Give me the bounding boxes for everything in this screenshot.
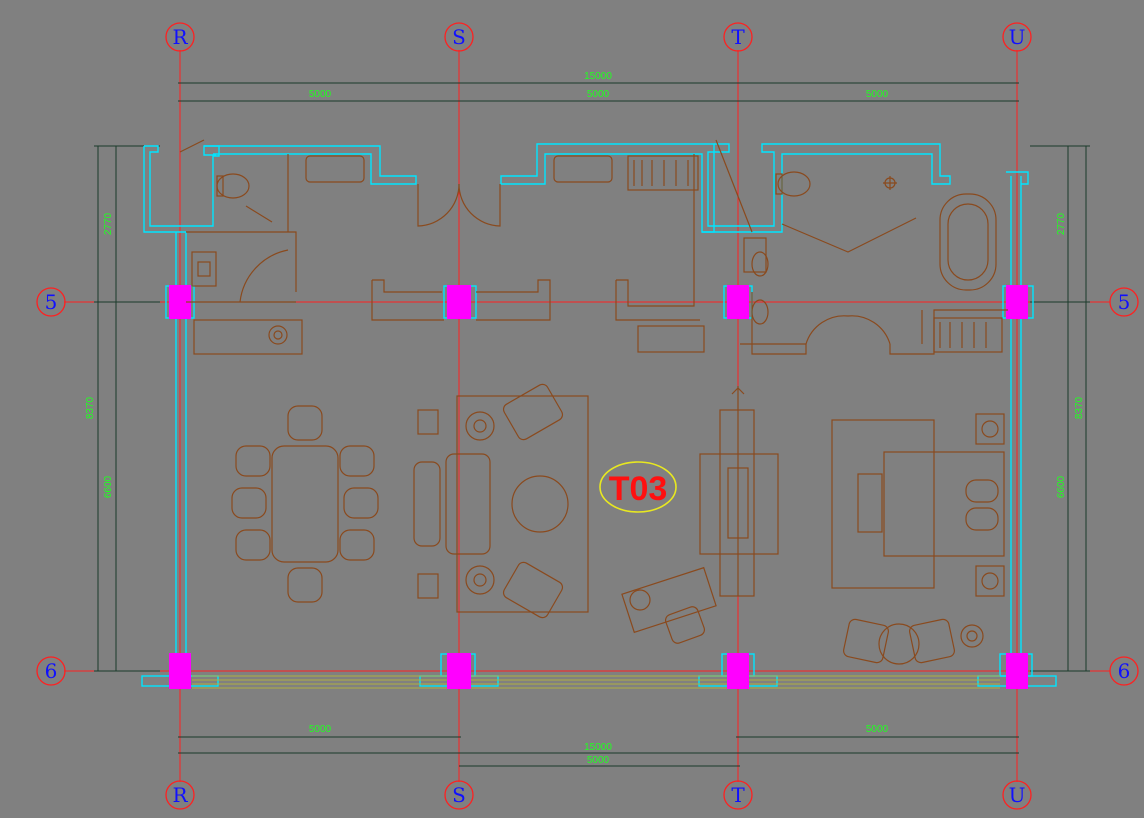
grid-label-right-6: 6 [1118, 659, 1131, 683]
grid-label-bottom-s: S [452, 783, 466, 807]
dim-left-lower: 6600 [103, 475, 114, 498]
grid-bubbles [36, 22, 1139, 810]
right-bathroom-fixtures [743, 171, 997, 325]
dim-top-bay-2: 5000 [587, 89, 610, 100]
dimension-lines [94, 82, 1090, 767]
room-tag-label: T03 [609, 470, 668, 508]
dim-right-overall: 8370 [1074, 396, 1085, 419]
living-room-set [413, 383, 589, 619]
dim-bottom-bay-1: 5000 [309, 724, 332, 735]
wardrobes [193, 155, 1003, 355]
structural-columns [169, 285, 1028, 689]
room-tag: T03 [599, 461, 677, 513]
grid-label-bottom-u: U [1009, 783, 1026, 807]
dim-right-upper: 2770 [1056, 212, 1067, 235]
grid-label-top-u: U [1009, 25, 1026, 49]
dim-left-overall: 8370 [85, 396, 96, 419]
grid-label-top-s: S [452, 25, 466, 49]
grid-axes [64, 50, 1110, 782]
dim-left-upper: 2770 [103, 212, 114, 235]
grid-label-bottom-r: R [172, 783, 188, 807]
dim-bottom-bay-2: 5000 [866, 724, 889, 735]
grid-label-right-5: 5 [1118, 290, 1131, 314]
dim-top-bay-1: 5000 [309, 89, 332, 100]
grid-label-top-t: T [731, 25, 745, 49]
grid-label-bottom-t: T [731, 783, 745, 807]
dim-top-bay-3: 5000 [866, 89, 889, 100]
dim-right-lower: 6600 [1056, 475, 1067, 498]
room-tag-ellipse [599, 461, 677, 513]
window-glazing [192, 675, 1000, 689]
dining-table-set [231, 405, 379, 603]
doors [179, 139, 917, 345]
grid-label-left-5: 5 [45, 290, 58, 314]
left-bathroom-fixtures [191, 155, 365, 287]
walls [141, 143, 1057, 687]
dim-bottom-sub: 5000 [587, 755, 610, 766]
dim-top-overall: 15000 [584, 71, 612, 82]
grid-label-top-r: R [172, 25, 188, 49]
grid-label-left-6: 6 [45, 659, 58, 683]
dim-bottom-overall: 15000 [584, 742, 612, 753]
bedroom-set [831, 413, 1005, 665]
tv-console [621, 386, 779, 644]
interior-partitions [186, 154, 1008, 355]
